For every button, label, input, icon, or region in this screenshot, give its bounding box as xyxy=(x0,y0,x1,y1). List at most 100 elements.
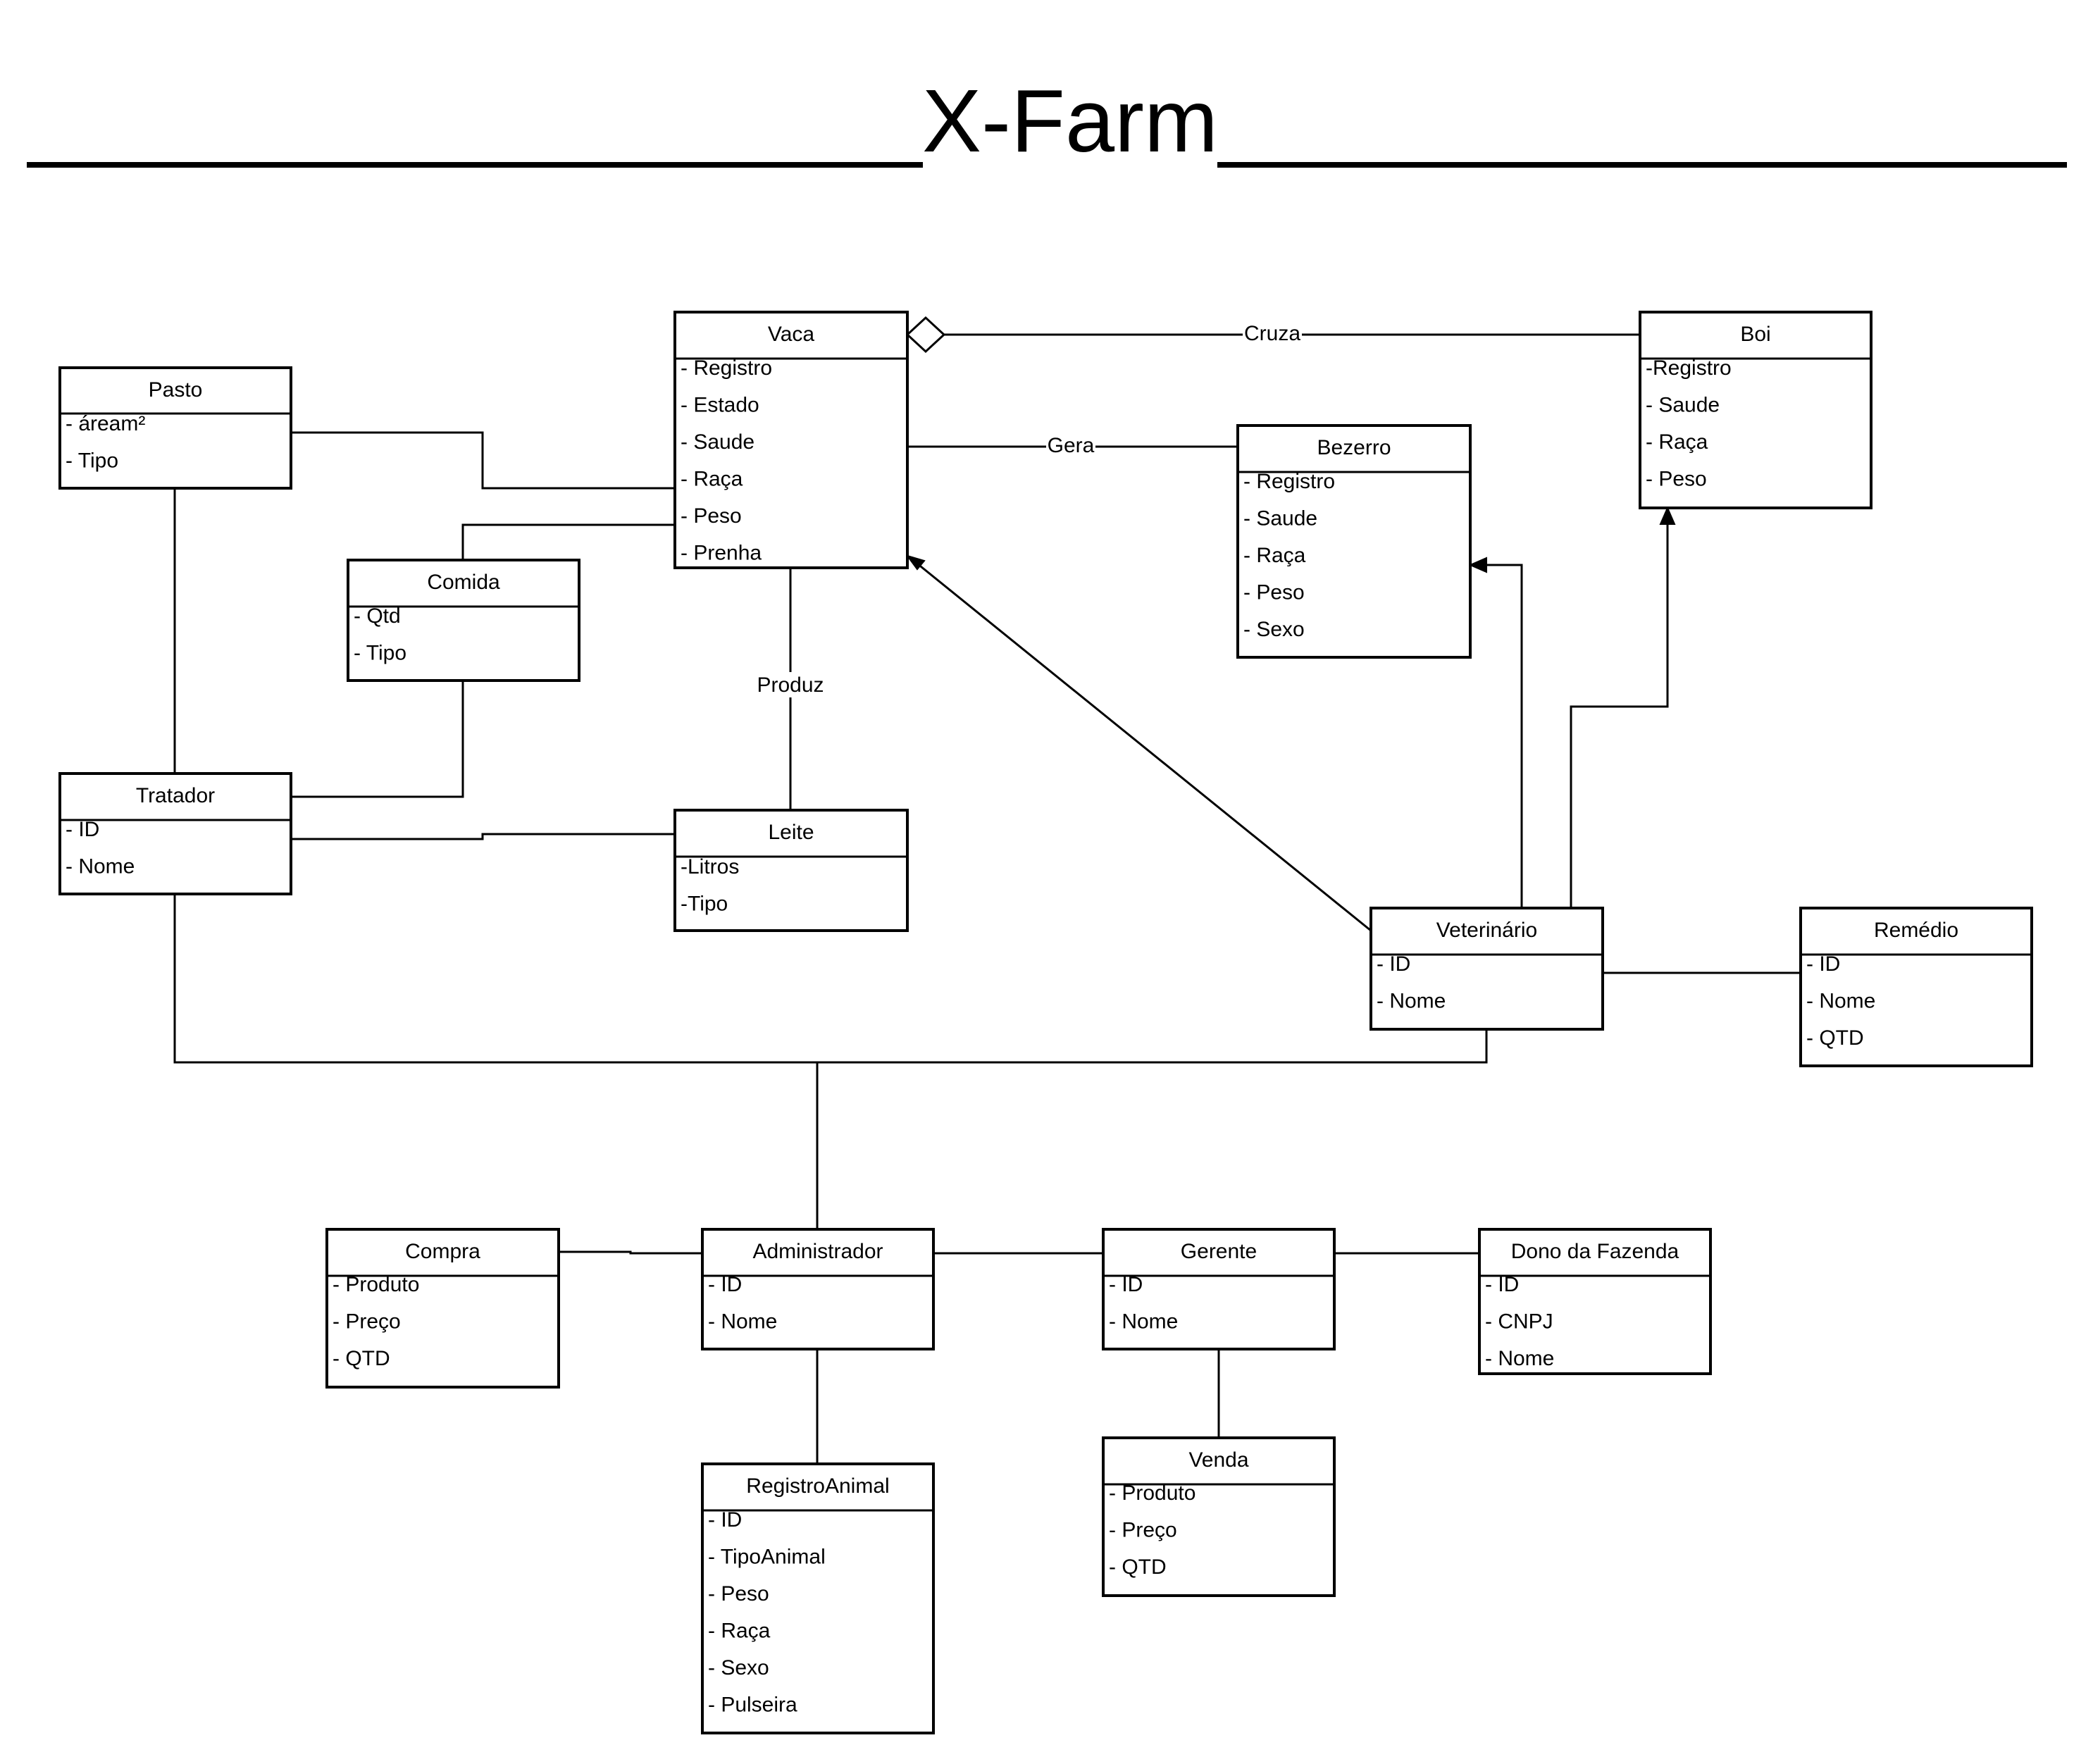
class-attribute: - Peso xyxy=(681,504,742,528)
class-attribute: - Qtd xyxy=(354,604,401,628)
class-attribute: - Raça xyxy=(708,1620,771,1643)
class-attribute: -Tipo xyxy=(681,893,728,916)
class-attribute: - Peso xyxy=(1646,468,1707,491)
class-attribute: - ID xyxy=(66,818,99,841)
class-name: Venda xyxy=(1188,1448,1248,1472)
class-attribute: - ID xyxy=(1109,1273,1143,1296)
class-attribute: - Tipo xyxy=(66,449,118,473)
class-gerente[interactable]: Gerente - ID - Nome xyxy=(1102,1228,1336,1350)
gera-label-bg xyxy=(1046,433,1095,458)
comida-vaca-connector xyxy=(461,523,675,560)
class-box xyxy=(1236,424,1472,659)
class-box xyxy=(1799,907,2033,1067)
class-veterinario[interactable]: Veterinário - ID - Nome xyxy=(1370,907,1604,1031)
veterinario-boi-connector xyxy=(1570,524,1669,908)
tratador-leite-connector xyxy=(291,833,675,840)
class-name: Bezerro xyxy=(1317,436,1391,459)
class-attribute: - Nome xyxy=(66,855,135,878)
class-attribute: - Registro xyxy=(681,356,772,380)
class-attribute: - Preço xyxy=(1109,1519,1177,1542)
class-box xyxy=(325,1228,560,1389)
class-attribute: - Tipo xyxy=(354,642,406,665)
veterinario-vaca-connector xyxy=(917,562,1372,932)
class-name: Administrador xyxy=(752,1240,883,1263)
class-registro-animal[interactable]: RegistroAnimal- ID- TipoAnimal - Peso- R… xyxy=(701,1462,935,1734)
arrowhead-boi xyxy=(1659,506,1676,525)
cruza-label-bg xyxy=(1243,321,1302,346)
produz-label: Produz xyxy=(757,673,824,697)
class-tratador[interactable]: Tratador - ID - Nome xyxy=(58,772,292,895)
class-boi[interactable]: Boi-Registro- Saude- Raça- Peso xyxy=(1639,311,1872,509)
class-name: Tratador xyxy=(136,784,215,807)
class-attribute: - Produto xyxy=(333,1273,419,1296)
class-comida[interactable]: Comida - Qtd - Tipo xyxy=(347,559,580,682)
class-attribute: - áream² xyxy=(66,412,145,435)
arrowhead-bezerro xyxy=(1468,557,1487,573)
class-attribute: - QTD xyxy=(1806,1026,1864,1050)
class-box xyxy=(58,366,292,490)
class-attribute: - Estado xyxy=(681,394,759,417)
class-attribute: - Produto xyxy=(1109,1482,1195,1505)
class-attribute: - ID xyxy=(1806,952,1840,976)
class-box xyxy=(673,809,909,932)
class-box xyxy=(701,1228,935,1350)
class-pasto[interactable]: Pasto- áream² - Tipo xyxy=(58,366,292,490)
class-attribute: - Raça xyxy=(1646,430,1708,454)
class-box xyxy=(673,311,909,569)
class-name: Comida xyxy=(427,571,500,594)
diagram-title: X-Farm xyxy=(922,71,1218,170)
class-box xyxy=(347,559,580,682)
class-attribute: - Sexo xyxy=(708,1656,769,1679)
class-name: Boi xyxy=(1740,323,1770,346)
class-attribute: - Nome xyxy=(1485,1347,1554,1370)
class-remedio[interactable]: Remédio - ID - Nome - QTD xyxy=(1799,907,2033,1067)
pasto-vaca-connector xyxy=(291,431,675,490)
class-attribute: - Peso xyxy=(1243,581,1305,604)
class-name: Dono da Fazenda xyxy=(1511,1240,1679,1263)
class-attribute: - ID xyxy=(1377,952,1410,976)
class-name: Compra xyxy=(405,1240,480,1263)
class-name: Veterinário xyxy=(1436,919,1537,942)
class-attribute: - Nome xyxy=(1806,990,1875,1013)
class-box xyxy=(1102,1436,1336,1597)
class-attribute: - Nome xyxy=(1377,990,1446,1013)
class-compra[interactable]: Compra - Produto - Preço - QTD xyxy=(325,1228,560,1389)
class-attribute: - Nome xyxy=(1109,1310,1178,1334)
class-vaca[interactable]: Vaca- Registro- Estado- Saude- Raça- Pes… xyxy=(673,311,909,569)
class-venda[interactable]: Venda- Produto- Preço- QTD xyxy=(1102,1436,1336,1597)
class-name: Pasto xyxy=(149,378,203,402)
class-attribute: - Peso xyxy=(708,1582,769,1605)
connectors xyxy=(173,316,1801,1464)
tratador-bus-connector xyxy=(173,894,1488,1064)
comida-tratador-connector xyxy=(291,681,464,798)
relation-labels: Cruza Gera Produz xyxy=(754,321,1302,697)
class-attribute: - Preço xyxy=(333,1310,401,1334)
class-administrador[interactable]: Administrador - ID - Nome xyxy=(701,1228,935,1350)
class-attribute: - Raça xyxy=(681,468,743,491)
class-box xyxy=(1478,1228,1712,1375)
class-name: RegistroAnimal xyxy=(746,1474,889,1498)
class-attribute: - ID xyxy=(708,1273,742,1296)
compra-administrador-connector xyxy=(559,1250,702,1255)
veterinario-bezerro-connector xyxy=(1485,564,1523,908)
class-attribute: - Registro xyxy=(1243,470,1335,493)
class-attribute: - CNPJ xyxy=(1485,1310,1553,1334)
class-leite[interactable]: Leite-Litros-Tipo xyxy=(673,809,909,932)
arrowhead-vaca xyxy=(905,554,926,571)
class-bezerro[interactable]: Bezerro- Registro- Saude- Raça- Peso- Se… xyxy=(1236,424,1472,659)
class-dono[interactable]: Dono da Fazenda- ID- CNPJ- Nome xyxy=(1478,1228,1712,1375)
class-box xyxy=(1102,1228,1336,1350)
cruza-label: Cruza xyxy=(1244,322,1300,345)
produz-label-bg xyxy=(754,672,827,697)
class-name: Remédio xyxy=(1874,919,1958,942)
class-attribute: - Sexo xyxy=(1243,618,1305,641)
gera-label: Gera xyxy=(1048,434,1095,457)
class-attribute: - Nome xyxy=(708,1310,777,1334)
class-attribute: - QTD xyxy=(333,1347,390,1370)
class-attribute: - ID xyxy=(708,1508,742,1532)
class-attribute: - Saude xyxy=(1646,394,1720,417)
class-attribute: - Prenha xyxy=(681,542,762,565)
class-name: Gerente xyxy=(1181,1240,1257,1263)
